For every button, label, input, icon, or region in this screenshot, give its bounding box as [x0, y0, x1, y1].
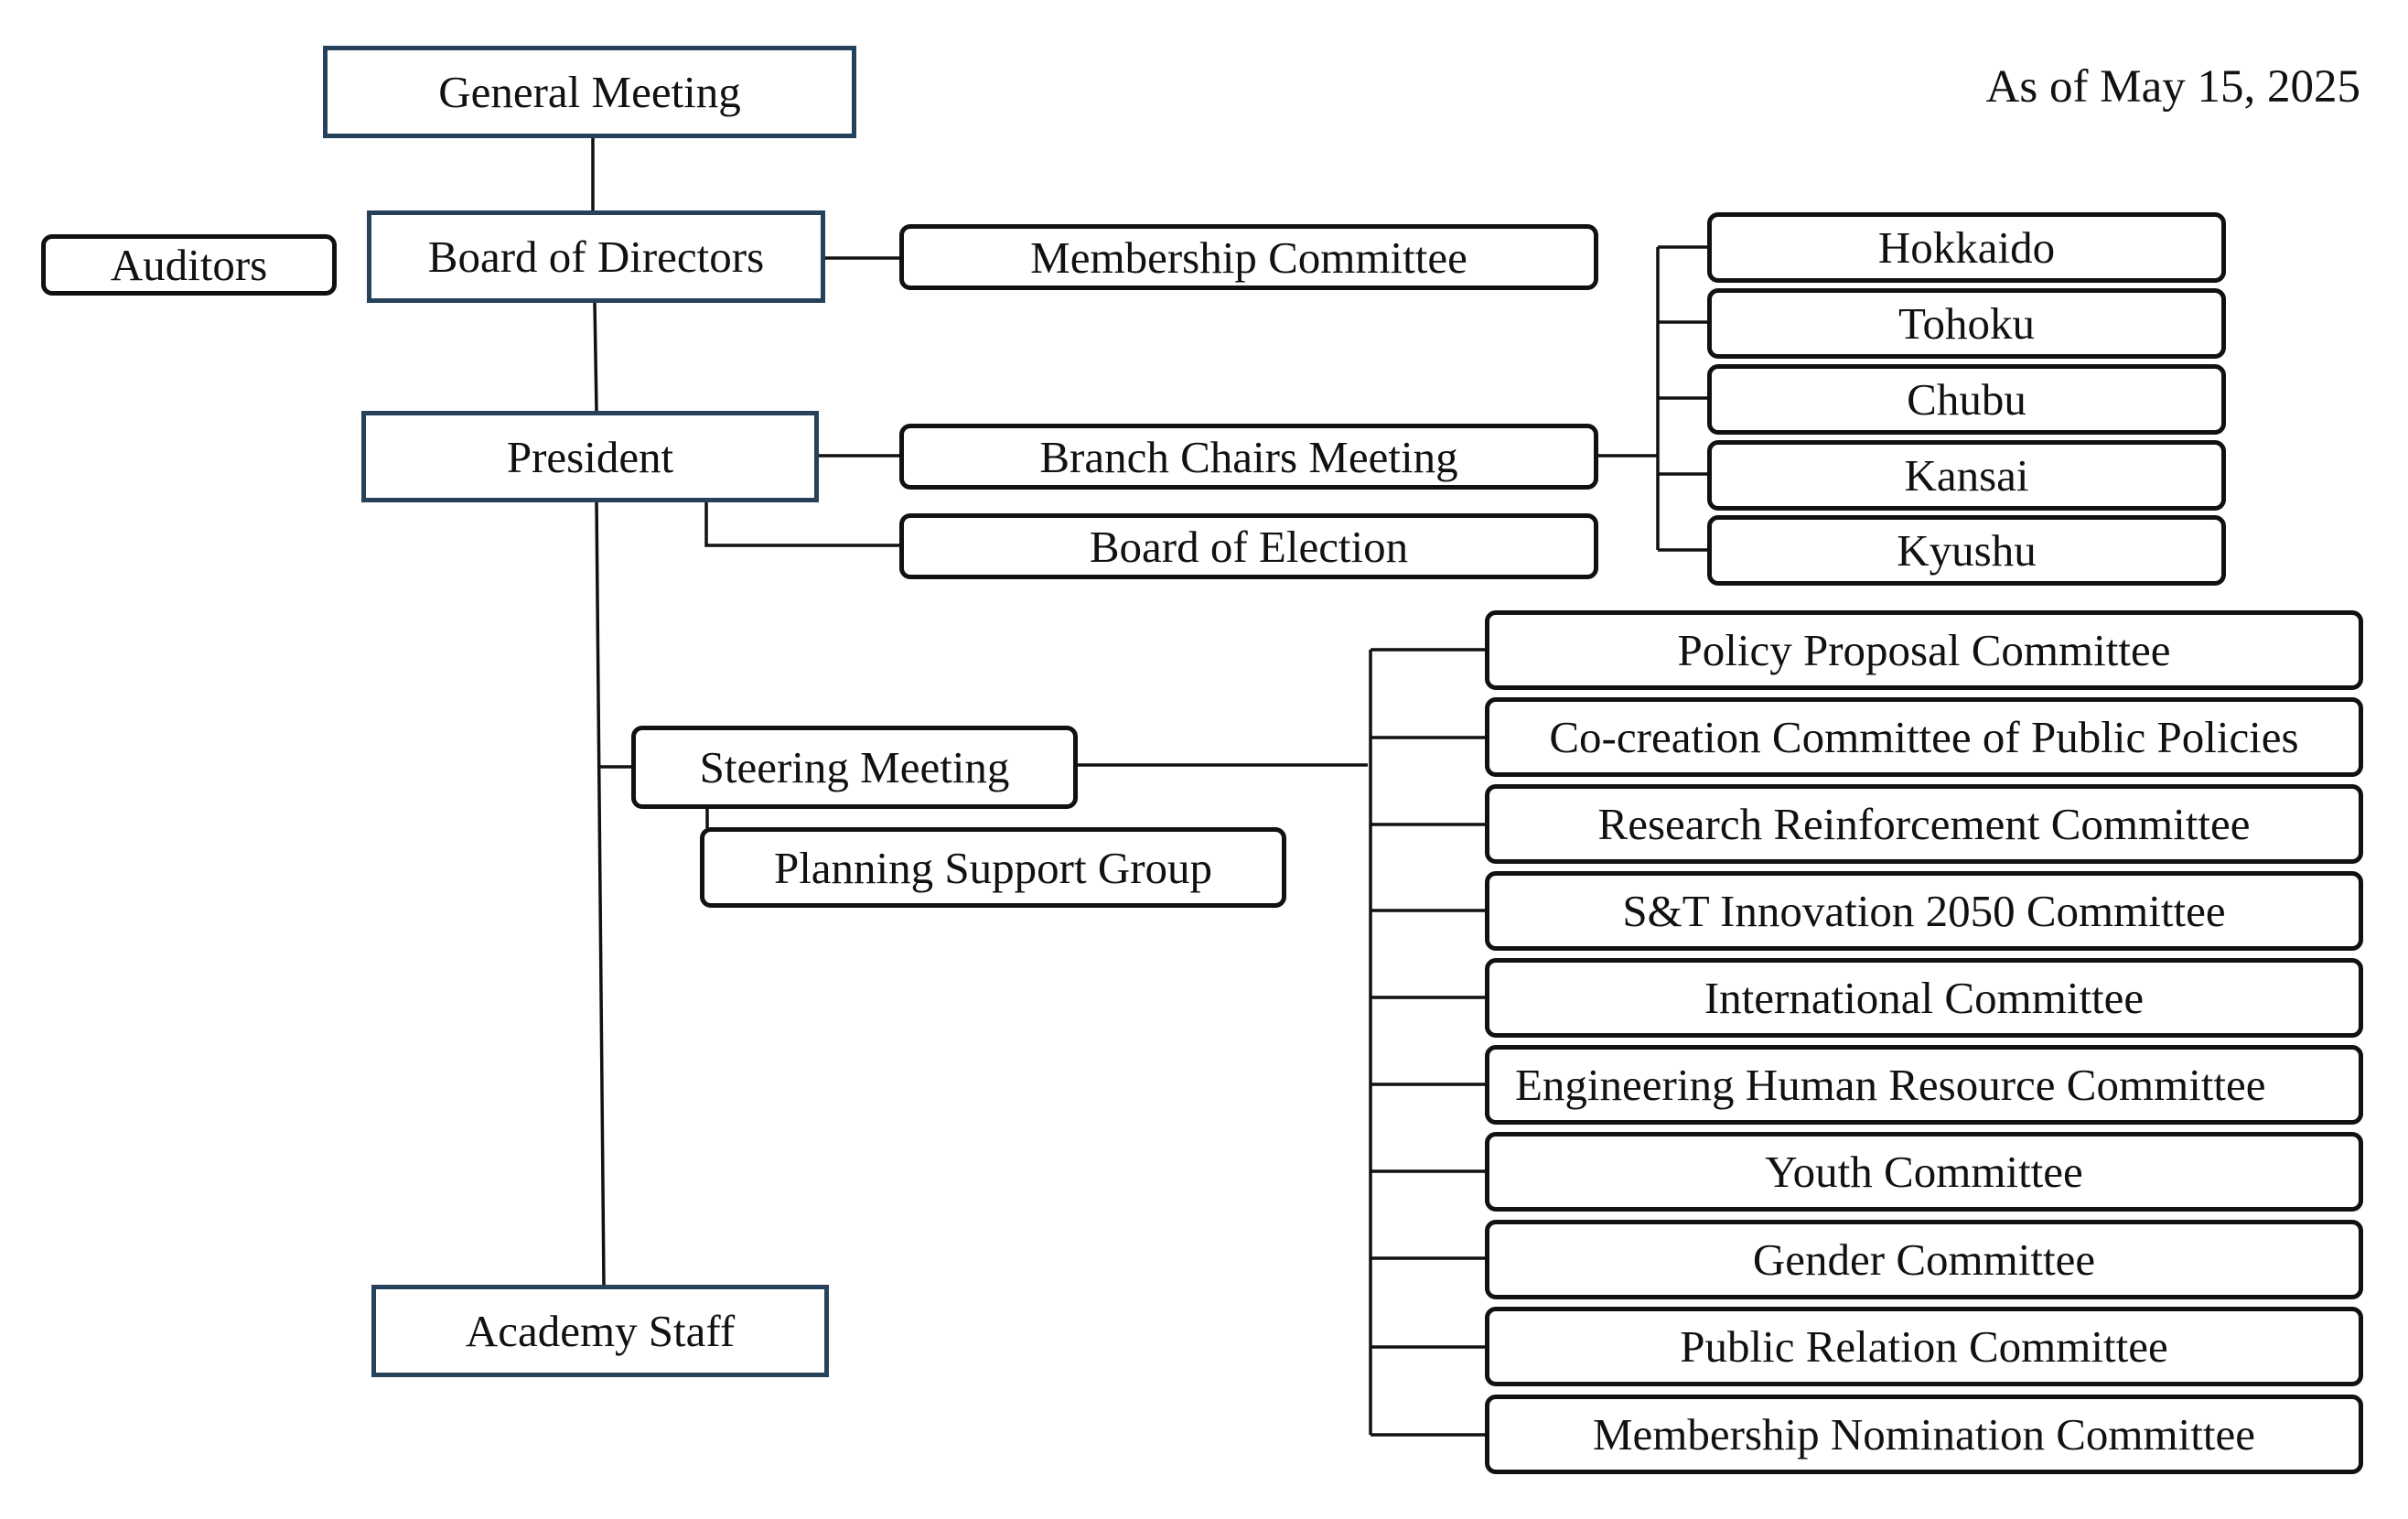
- committee-box: Policy Proposal Committee: [1485, 610, 2363, 690]
- as-of-date: As of May 15, 2025: [1985, 61, 2360, 113]
- branch-box: Chubu: [1707, 364, 2226, 435]
- committee-box: Youth Committee: [1485, 1132, 2363, 1212]
- committee-box: International Committee: [1485, 958, 2363, 1038]
- board-of-election-box: Board of Election: [899, 513, 1598, 579]
- branch-chairs-meeting-box: Branch Chairs Meeting: [899, 424, 1598, 490]
- committee-box: Co-creation Committee of Public Policies: [1485, 697, 2363, 777]
- committee-box: S&T Innovation 2050 Committee: [1485, 871, 2363, 951]
- planning-support-group-box: Planning Support Group: [700, 827, 1286, 908]
- academy-staff-box: Academy Staff: [371, 1285, 829, 1377]
- auditors-box: Auditors: [41, 234, 337, 296]
- committee-box: Engineering Human Resource Committee: [1485, 1045, 2363, 1125]
- committee-box: Membership Nomination Committee: [1485, 1395, 2363, 1474]
- branch-box: Tohoku: [1707, 288, 2226, 359]
- president-box: President: [361, 411, 819, 502]
- steering-meeting-box: Steering Meeting: [631, 726, 1078, 809]
- branch-box: Kansai: [1707, 440, 2226, 511]
- branch-box: Hokkaido: [1707, 212, 2226, 283]
- board-of-directors-box: Board of Directors: [367, 210, 825, 303]
- committee-box: Gender Committee: [1485, 1220, 2363, 1299]
- branch-box: Kyushu: [1707, 515, 2226, 586]
- committee-box: Research Reinforcement Committee: [1485, 784, 2363, 864]
- membership-committee-box: Membership Committee: [899, 224, 1598, 290]
- committee-box: Public Relation Committee: [1485, 1307, 2363, 1386]
- general-meeting-box: General Meeting: [323, 46, 856, 138]
